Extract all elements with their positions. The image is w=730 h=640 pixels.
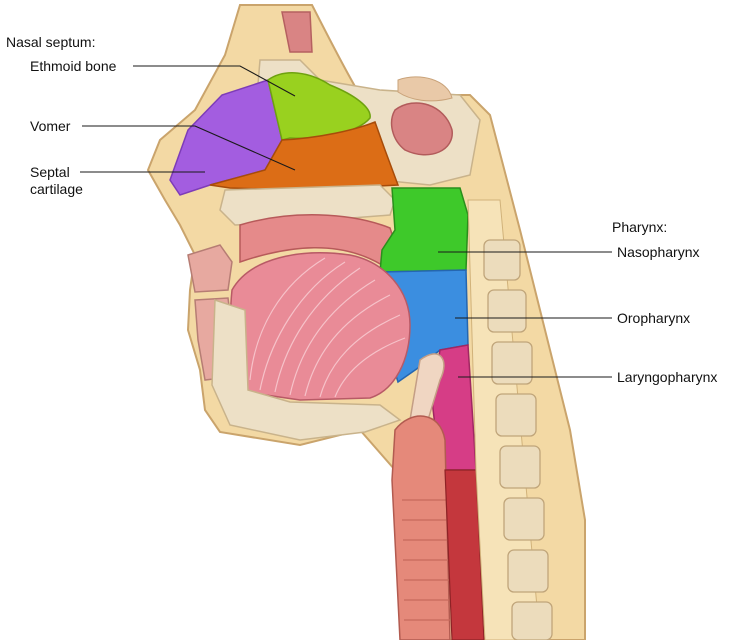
pharynx-heading: Pharynx: <box>612 219 667 235</box>
laryngopharynx-label: Laryngopharynx <box>617 369 717 385</box>
ethmoid-bone-label: Ethmoid bone <box>30 58 117 74</box>
oropharynx-label: Oropharynx <box>617 310 690 326</box>
tongue <box>231 253 410 400</box>
nasal-septum-heading: Nasal septum: <box>6 34 95 50</box>
larynx-trachea <box>392 416 450 640</box>
septal-cartilage-label-line2: cartilage <box>30 181 83 197</box>
vomer-label: Vomer <box>30 118 71 134</box>
nasopharynx-label: Nasopharynx <box>617 244 700 260</box>
septal-cartilage-label-line1: Septal <box>30 164 70 180</box>
